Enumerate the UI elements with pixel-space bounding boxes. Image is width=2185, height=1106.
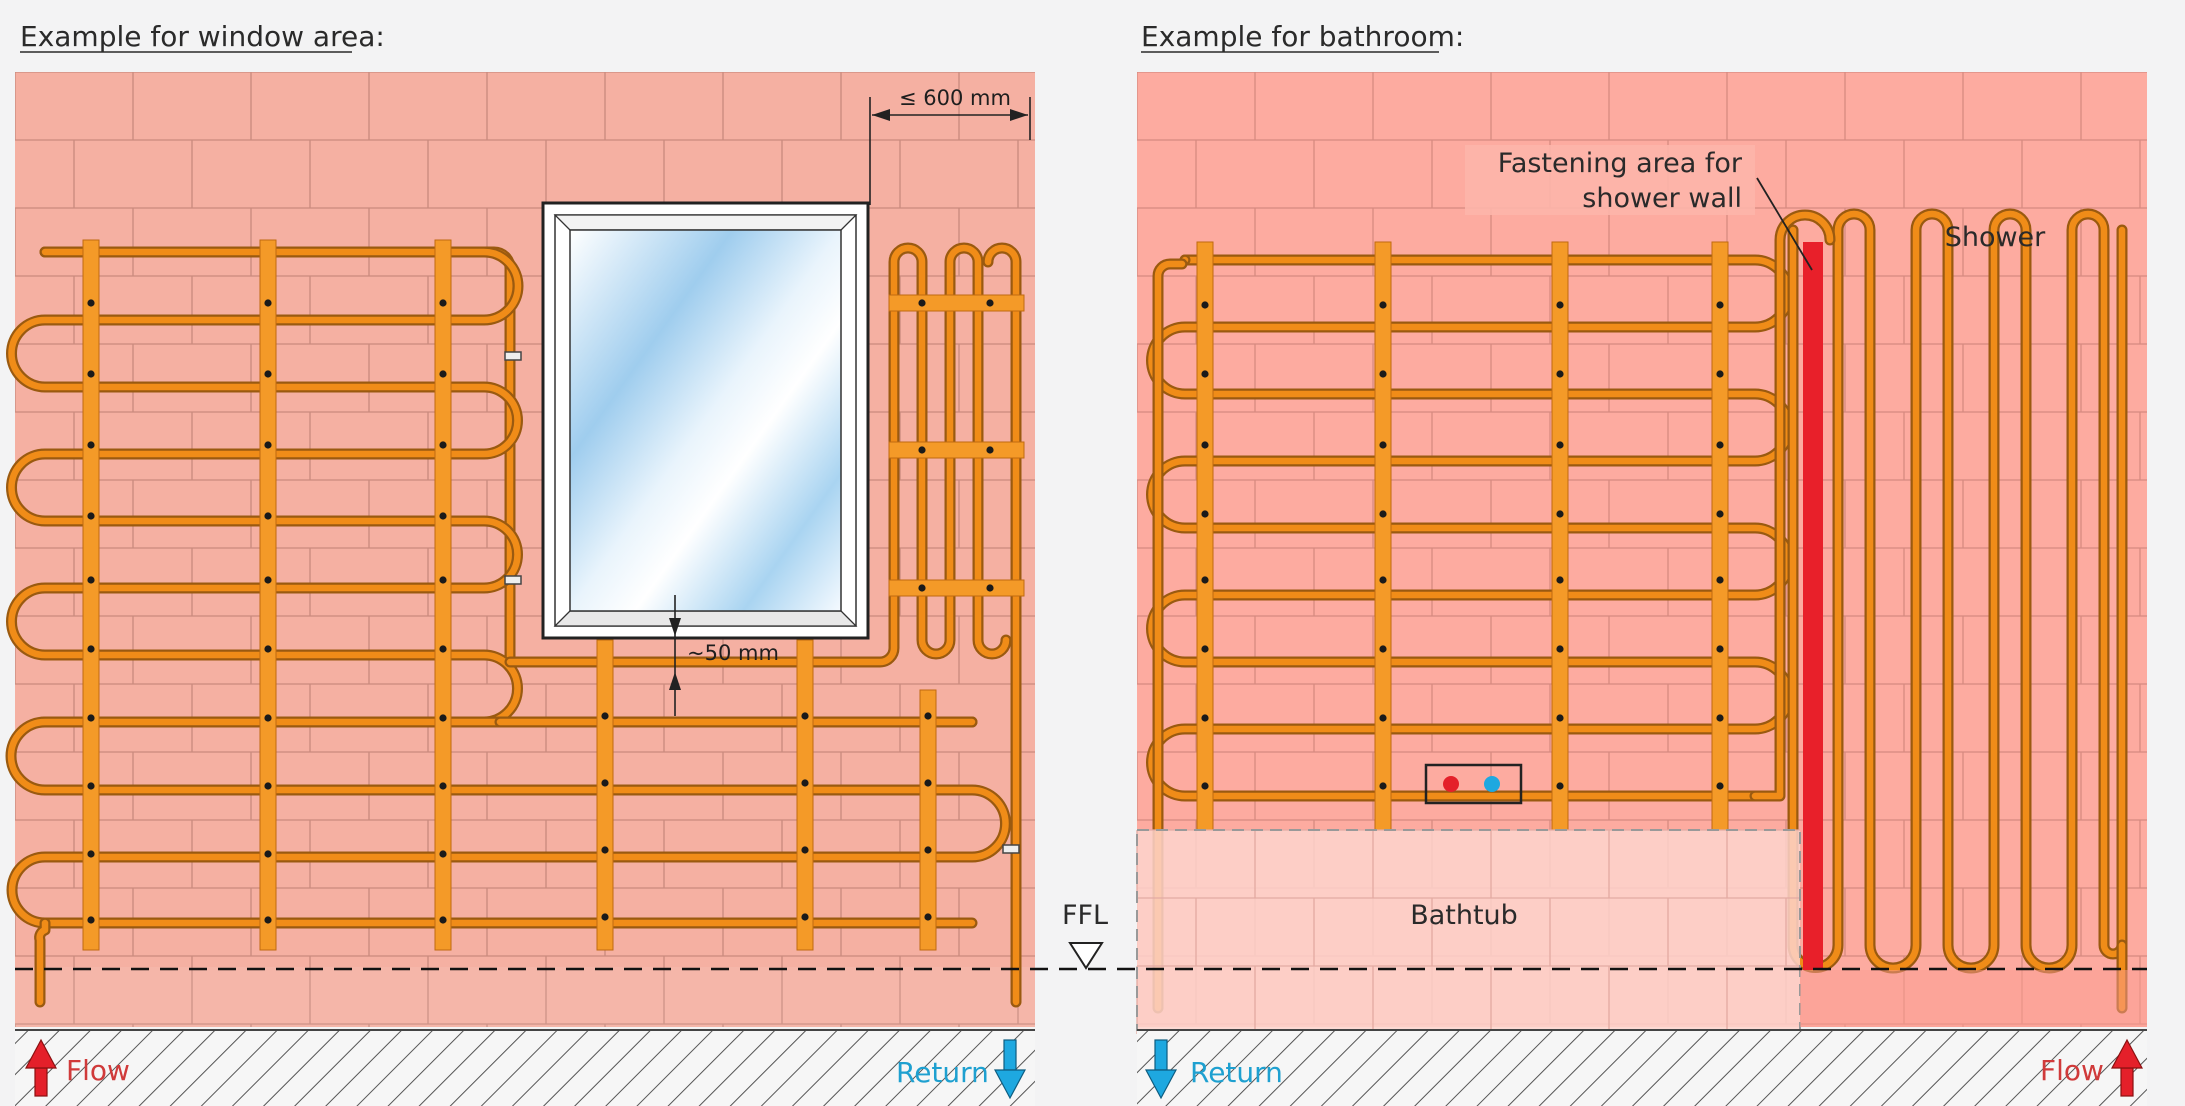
rails-right <box>1196 241 1729 831</box>
fastening-strip <box>1803 242 1823 970</box>
bathroom-example: Example for bathroom: Bathtub Fastening … <box>1136 20 2147 1106</box>
return-arrow-down-icon <box>1144 1039 1178 1100</box>
dimension-50mm: ~50 mm <box>669 595 779 716</box>
dimension-50-label: ~50 mm <box>687 641 779 665</box>
window-area-example: Example for window area: <box>5 20 1035 1106</box>
left-flow-label: Flow <box>66 1054 130 1087</box>
left-wall <box>15 72 1035 1027</box>
floor-right <box>1137 1030 2147 1106</box>
dimension-600-label: ≤ 600 mm <box>899 86 1011 110</box>
fastening-leader-line <box>1756 177 1813 271</box>
left-heading: Example for window area: <box>20 20 385 53</box>
return-arrow-down-icon <box>993 1039 1027 1100</box>
fastening-label-line2: shower wall <box>1582 183 1742 214</box>
ffl-triangle-icon <box>1068 942 1104 970</box>
flow-arrow-up-icon <box>24 1038 58 1097</box>
mixer-tap-icon <box>1424 763 1523 805</box>
right-return-label: Return <box>1190 1056 1283 1089</box>
flow-arrow-up-icon <box>2110 1038 2144 1097</box>
left-return-label: Return <box>896 1056 989 1089</box>
right-flow-label: Flow <box>2040 1054 2104 1087</box>
right-heading: Example for bathroom: <box>1141 20 1464 53</box>
rails-left <box>82 239 1025 951</box>
ffl-label: FFL <box>1062 900 1108 931</box>
window <box>541 201 870 640</box>
bathtub-label: Bathtub <box>1410 900 1518 931</box>
pipe-clip <box>504 575 522 585</box>
pipe-clip <box>504 351 522 361</box>
dimension-600mm: ≤ 600 mm <box>869 86 1031 205</box>
ffl-marker: FFL <box>1062 900 1108 970</box>
pipe-clip <box>1002 844 1020 854</box>
shower-label: Shower <box>1945 222 2046 253</box>
floor-left <box>15 1030 1035 1106</box>
fastening-label-line1: Fastening area for <box>1498 148 1743 179</box>
pipe-coil-left <box>5 242 1022 1008</box>
bathtub: Bathtub <box>1136 829 1801 1034</box>
